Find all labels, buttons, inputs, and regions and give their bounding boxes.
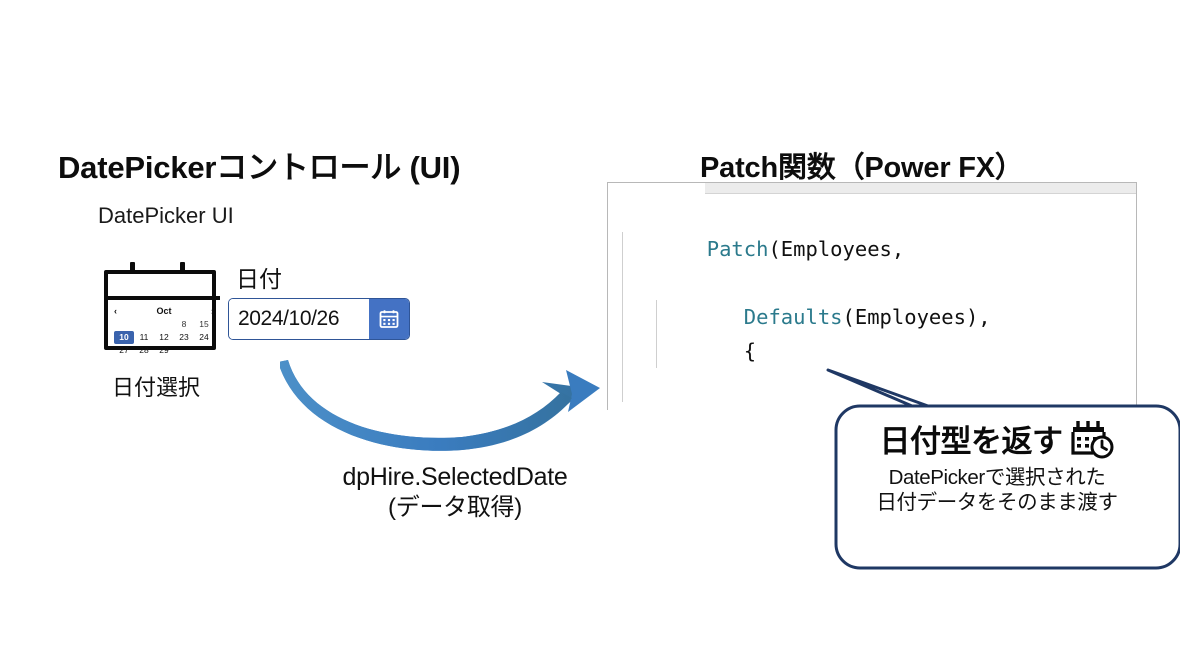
calendar-month-label: Oct: [156, 305, 172, 316]
code-token: {: [706, 339, 757, 363]
calendar-day-cell[interactable]: 24: [199, 332, 209, 342]
callout-content: 日付型を返す DatePickerで選択された: [834, 416, 1160, 515]
chevron-right-icon[interactable]: ›: [210, 305, 214, 316]
arrow-caption: dpHire.SelectedDate (データ取得): [290, 462, 620, 522]
date-field-label: 日付: [236, 266, 282, 292]
indent-guide: [622, 232, 623, 266]
calendar-week-row: 8 15: [114, 318, 214, 331]
code-token: (Employees,: [768, 237, 905, 261]
code-line: Defaults(Employees),: [608, 232, 1136, 329]
editor-tab-strip: [608, 183, 1136, 194]
date-picker-button[interactable]: [369, 299, 409, 339]
code-content: Patch(Employees, Defaults(Employees), { …: [608, 194, 1136, 410]
calendar-day-cell[interactable]: 27: [119, 345, 129, 355]
calendar-header-bar: [108, 296, 220, 300]
date-input-value[interactable]: 2024/10/26: [229, 299, 369, 339]
editor-active-tab[interactable]: [608, 183, 705, 194]
calendar-day-cell[interactable]: 8: [181, 319, 187, 329]
calendar-day-cell: [114, 318, 134, 331]
calendar-nav: ‹ Oct ›: [114, 304, 214, 317]
code-line-highlighted: HireDate: dpHire.SelectedDate: [608, 334, 1136, 368]
calendar-week-row: 10 11 12 23 24: [114, 331, 214, 344]
code-token: (Employees),: [842, 305, 991, 329]
calendar-grid: ‹ Oct › 8 15 10 11 12 23 24: [114, 304, 214, 358]
calendar-day-cell: [174, 344, 194, 357]
datepicker-sub-caption: 日付選択: [112, 375, 201, 400]
calendar-day-cell[interactable]: 28: [139, 345, 149, 355]
calendar-day-cell[interactable]: 23: [179, 332, 189, 342]
chevron-left-icon[interactable]: ‹: [114, 305, 117, 316]
callout-bubble: 日付型を返す DatePickerで選択された: [812, 368, 1180, 578]
calendar-day-cell[interactable]: 29: [159, 345, 169, 355]
indent-guide: [656, 334, 657, 368]
calendar-day-cell: [154, 318, 174, 331]
calendar-day-cell[interactable]: 15: [199, 319, 209, 329]
code-line: Name: "田中 太郎",: [608, 300, 1136, 410]
calendar-day-cell[interactable]: 11: [139, 332, 149, 342]
calendar-day-cell-selected[interactable]: 10: [114, 331, 134, 344]
code-line: {: [608, 266, 1136, 363]
date-input[interactable]: 2024/10/26: [228, 298, 410, 340]
left-section-heading: DatePickerコントロール (UI): [58, 150, 461, 185]
indent-guide: [656, 300, 657, 334]
callout-title: 日付型を返す: [879, 424, 1064, 459]
right-section-heading: Patch関数（Power FX）: [700, 152, 1024, 184]
code-token: Patch: [706, 237, 769, 261]
code-token: Name:: [707, 407, 843, 410]
callout-title-row: 日付型を返す: [834, 416, 1160, 461]
code-line: Patch(Employees,: [608, 198, 1136, 261]
flow-arrow: [278, 330, 620, 460]
arrow-caption-line2: (データ取得): [388, 493, 522, 521]
callout-body-line1: DatePickerで選択された: [888, 466, 1106, 489]
calendar-week-row: 27 28 29: [114, 344, 214, 357]
calendar-icon: [379, 310, 399, 328]
indent-guide: [622, 300, 623, 334]
code-token: Defaults: [743, 305, 843, 329]
calendar-day-cell[interactable]: 12: [159, 332, 169, 342]
calendar-day-cell: [134, 318, 154, 331]
datepicker-caption: DatePicker UI: [98, 203, 234, 228]
code-line: }): [608, 368, 1136, 402]
curved-arrow-icon: [278, 360, 600, 451]
indent-guide: [622, 334, 623, 368]
calendar-illustration: ‹ Oct › 8 15 10 11 12 23 24: [104, 262, 220, 355]
indent-guide: [622, 368, 623, 402]
calendar-day-cell: [194, 344, 214, 357]
callout-body-line2: 日付データをそのまま渡す: [876, 491, 1118, 514]
calendar-body: ‹ Oct › 8 15 10 11 12 23 24: [104, 270, 220, 355]
calendar-clock-icon: [1070, 420, 1113, 458]
arrow-caption-line1: dpHire.SelectedDate: [342, 463, 568, 491]
indent-guide: [622, 266, 623, 300]
